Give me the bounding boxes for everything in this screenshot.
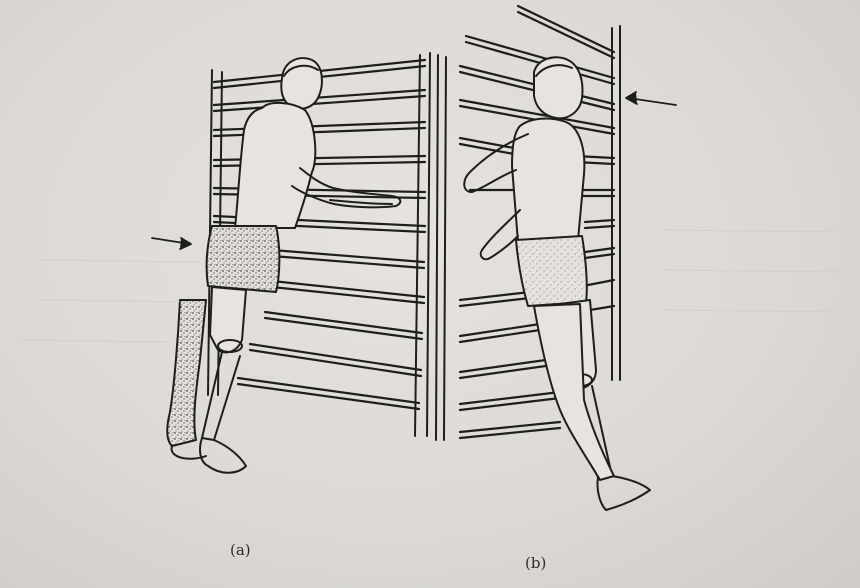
panel-b-arm xyxy=(463,133,529,193)
panel-a-shorts xyxy=(205,225,281,293)
panel-a-torso xyxy=(234,102,317,229)
panel-a-arm xyxy=(291,167,402,209)
panel-b-person xyxy=(463,56,651,511)
panel-b-shorts xyxy=(515,235,588,307)
panel-b-wall-bars xyxy=(435,4,621,441)
panel-a-head xyxy=(280,57,323,110)
panel-a-person xyxy=(166,57,402,474)
panel-b-caption: (b) xyxy=(525,554,547,572)
panel-b-torso xyxy=(511,117,586,243)
panel-b-front-leg xyxy=(533,303,615,481)
panel-a-rear-leg xyxy=(166,299,207,447)
paper-texture xyxy=(19,229,841,343)
panel-a-arrow-icon xyxy=(151,237,192,250)
panel-a-caption: (a) xyxy=(230,541,251,559)
panel-b-rungs xyxy=(458,4,616,440)
panel-b-arrow-icon xyxy=(625,91,677,106)
panel-b-head xyxy=(533,56,584,120)
